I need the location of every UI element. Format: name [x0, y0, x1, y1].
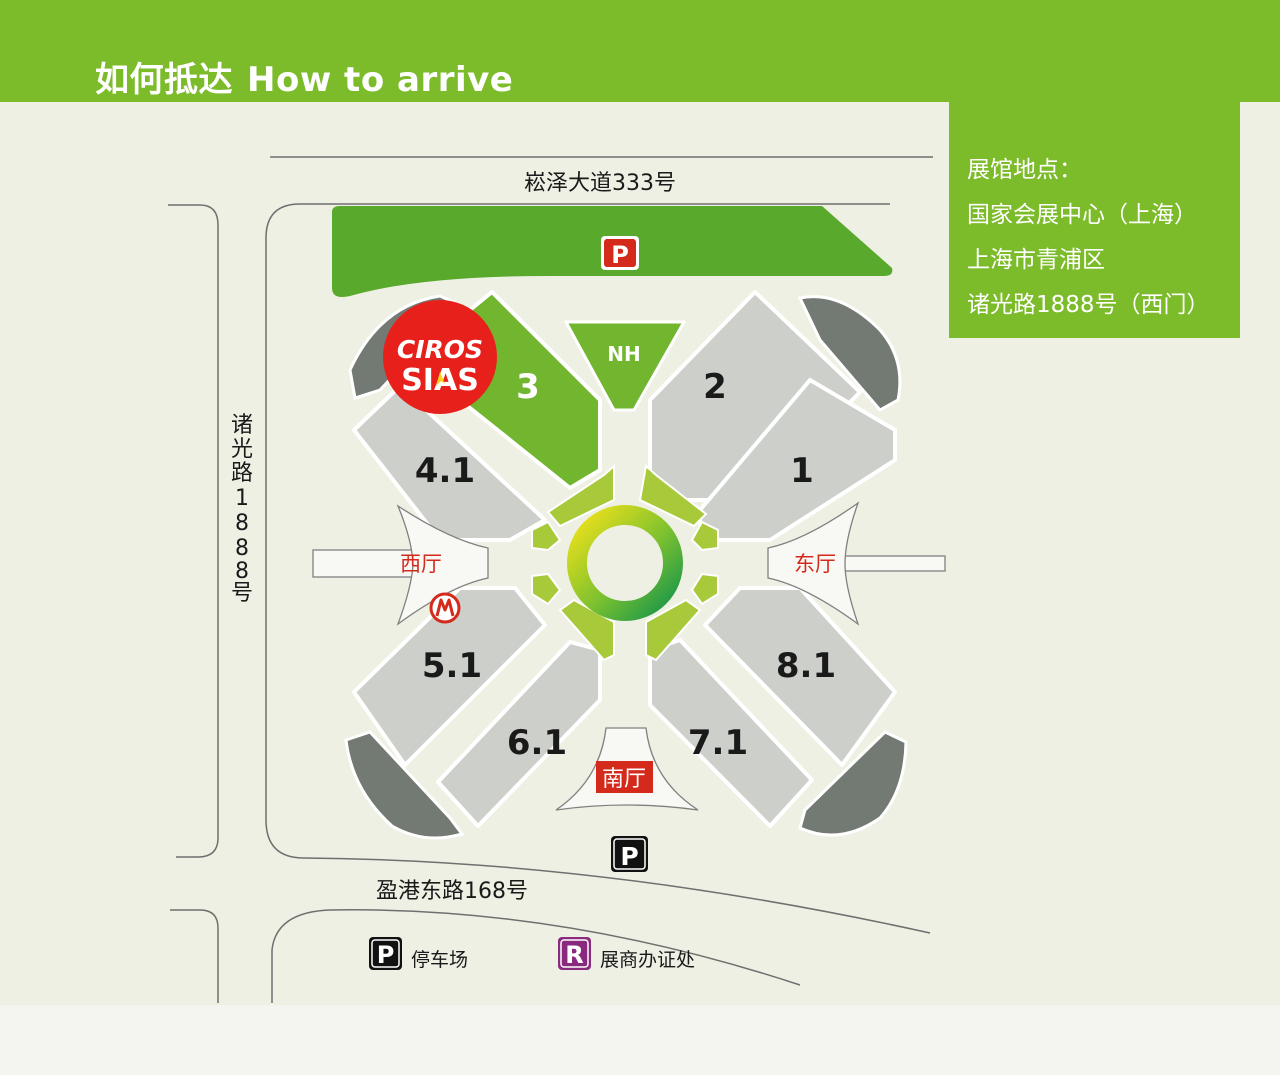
- hall-41-block: [352, 384, 547, 542]
- north-road-label: 崧泽大道333号: [524, 171, 676, 196]
- south-parking-symbol: P: [620, 842, 638, 871]
- bottom-band: [0, 1005, 1280, 1075]
- svg-text:号: 号: [231, 581, 253, 606]
- corner-structure-se: [798, 730, 908, 837]
- legend-parking-icon: P: [369, 937, 402, 970]
- hall-nh-block: [564, 320, 686, 412]
- title-en: How to arrive: [247, 60, 514, 100]
- venue-info-panel: 展馆地点： 国家会展中心（上海） 上海市青浦区 诸光路1888号（西门）: [949, 102, 1240, 338]
- svg-text:P: P: [377, 941, 395, 969]
- hall-blocks: [352, 290, 897, 828]
- svg-text:R: R: [565, 941, 583, 969]
- south-lobby-label: 南厅: [602, 767, 646, 792]
- west-lobby-shape: [396, 504, 489, 626]
- entrance-corridors: [312, 501, 946, 811]
- hall-71-label: 7.1: [688, 723, 748, 763]
- hall-81-block: [703, 586, 897, 767]
- corner-structure-sw: [344, 730, 465, 840]
- legend-registration-label: 展商办证处: [600, 949, 695, 971]
- hall-3-label: 3: [516, 367, 540, 407]
- metro-icon: [429, 592, 461, 624]
- hall-2-label: 2: [703, 367, 727, 407]
- ciros-sias-logo: CIROS SIAS: [383, 300, 497, 414]
- hall-71-block: [648, 638, 814, 828]
- svg-text:1: 1: [235, 486, 249, 511]
- venue-address: 诸光路1888号（西门）: [967, 292, 1210, 318]
- legend-parking-label: 停车场: [411, 949, 468, 971]
- hall-61-label: 6.1: [507, 723, 567, 763]
- hall-61-block: [436, 640, 602, 828]
- north-parking-icon: P: [601, 236, 639, 270]
- hall-41-label: 4.1: [415, 451, 475, 491]
- logo-line-1: CIROS: [397, 335, 483, 364]
- svg-text:诸: 诸: [231, 413, 253, 438]
- logo-flame-icon: [436, 372, 445, 386]
- svg-text:光: 光: [231, 437, 253, 462]
- north-parking-symbol: P: [611, 241, 629, 269]
- legend-registration-icon: R: [558, 937, 591, 970]
- venue-name: 国家会展中心（上海）: [967, 202, 1197, 228]
- corner-structure-ne: [797, 295, 902, 412]
- east-lobby-label: 东厅: [794, 552, 836, 576]
- hall-labels: 3 NH 2 1 4.1 5.1 6.1 7.1 8.1: [415, 342, 836, 763]
- plaza-connectors: [531, 463, 719, 662]
- central-plaza-ring: [567, 505, 683, 621]
- west-corridor: [312, 549, 414, 578]
- venue-info-label: 展馆地点：: [967, 157, 1082, 183]
- south-parking-icon: P: [611, 836, 648, 872]
- south-road-label: 盈港东路168号: [376, 879, 528, 904]
- east-corridor: [834, 555, 946, 572]
- header-bar: [0, 0, 1280, 102]
- title-cn: 如何抵达: [95, 60, 233, 100]
- hall-nh-label: NH: [607, 342, 640, 366]
- road-lines: [168, 156, 933, 1003]
- svg-text:8: 8: [235, 536, 249, 561]
- venue-district: 上海市青浦区: [967, 247, 1105, 273]
- west-lobby-label: 西厅: [400, 552, 442, 576]
- west-road-label: 诸 光 路 1 8 8 8 号: [231, 413, 253, 606]
- svg-text:8: 8: [235, 559, 249, 584]
- svg-text:路: 路: [231, 461, 253, 486]
- hall-51-label: 5.1: [422, 646, 482, 686]
- hall-81-label: 8.1: [776, 646, 836, 686]
- svg-text:8: 8: [235, 511, 249, 536]
- page-title: 如何抵达 How to arrive: [95, 52, 513, 101]
- hall-1-label: 1: [790, 451, 814, 491]
- south-lobby-badge: 南厅: [596, 761, 653, 793]
- map-legend: P 停车场 R 展商办证处: [369, 937, 695, 971]
- east-lobby-shape: [767, 501, 860, 626]
